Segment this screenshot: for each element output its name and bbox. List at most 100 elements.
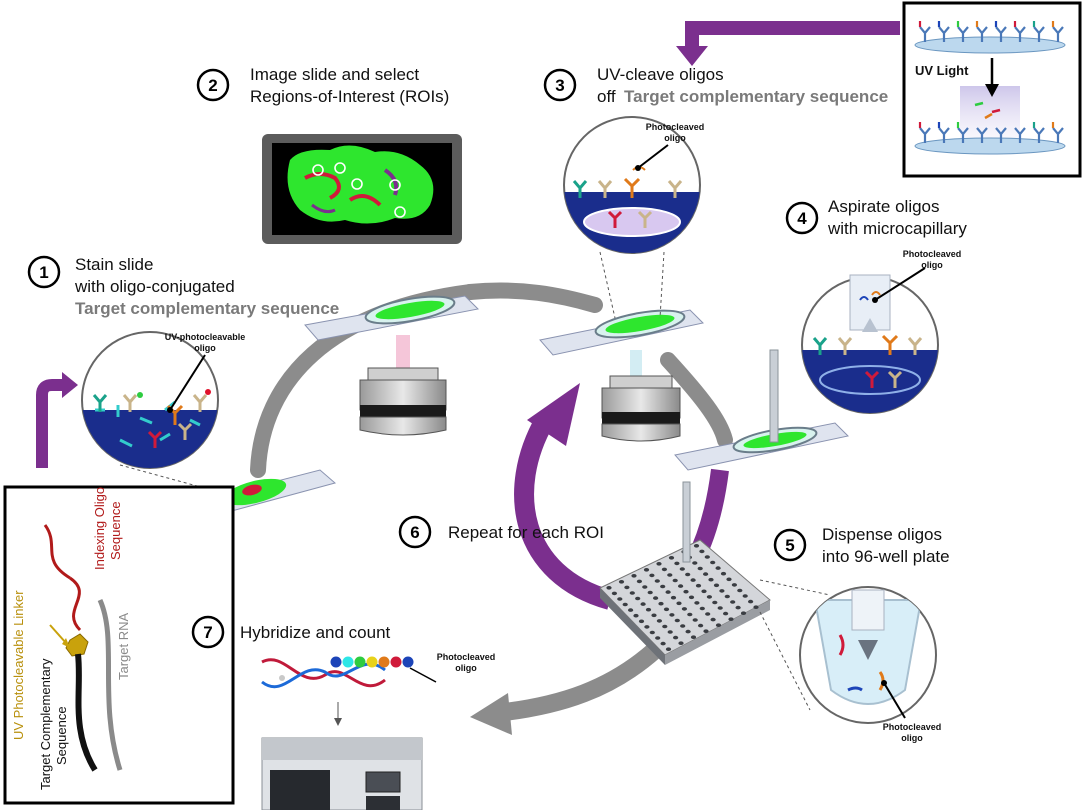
well (660, 641, 666, 646)
label-photocleaved-4-l2: oligo (921, 260, 943, 270)
antibody-glyph (938, 127, 950, 143)
well (740, 611, 747, 615)
well (665, 647, 672, 651)
well (674, 561, 680, 566)
well (656, 619, 663, 623)
step-5-header: 5 Dispense oligos into 96-well plate (773, 525, 950, 566)
well (724, 594, 730, 599)
well (710, 560, 716, 565)
well (705, 612, 711, 616)
step-4-number: 4 (797, 209, 807, 228)
inset-target-comp-l2: Sequence (54, 706, 69, 765)
well (654, 579, 660, 583)
well (680, 624, 686, 628)
well (699, 606, 705, 611)
well (692, 618, 698, 622)
well (611, 591, 618, 596)
step-3-line2: off (597, 87, 616, 106)
well (667, 573, 673, 577)
well (662, 624, 668, 629)
well (742, 594, 748, 598)
well (606, 586, 612, 590)
well (622, 602, 628, 607)
well (674, 618, 680, 623)
antibody-glyph (976, 26, 988, 42)
inset-indexing-l2: Sequence (108, 501, 123, 560)
step-6-number: 6 (410, 523, 419, 542)
label-photocleaved-7-l1: Photocleaved (437, 652, 496, 662)
step-3-line1: UV-cleave oligos (597, 65, 724, 84)
step-5-number: 5 (785, 536, 794, 555)
uv-light-inset: UV Light (902, 1, 1082, 178)
well (694, 601, 700, 605)
step-7-number: 7 (203, 623, 212, 642)
well (673, 635, 679, 640)
well (643, 568, 650, 572)
antibody-glyph (1014, 127, 1026, 143)
well (735, 605, 741, 610)
objective-left (359, 335, 447, 436)
antibody-glyph (1033, 127, 1045, 143)
well (678, 584, 684, 588)
step-1-line3: Target complementary sequence (75, 299, 339, 318)
well (668, 556, 675, 560)
well (670, 595, 677, 600)
step-7-line1: Hybridize and count (240, 623, 391, 642)
well (645, 607, 652, 612)
inset-linker: UV Photocleavable Linker (11, 590, 26, 740)
well (701, 589, 707, 594)
step-2-number: 2 (208, 76, 217, 95)
label-uv-photocleavable-l2: oligo (194, 343, 216, 353)
step-2-header: 2 Image slide and select Regions-of-Inte… (196, 65, 449, 106)
antibody-glyph (957, 127, 969, 143)
step-1-line2: with oligo-conjugated (74, 277, 235, 296)
step-4-line2: with microcapillary (827, 219, 967, 238)
antibody-glyph (919, 26, 931, 42)
well (667, 630, 673, 634)
well (649, 573, 655, 578)
well (649, 630, 655, 635)
label-photocleaved-3-l1: Photocleaved (646, 122, 705, 132)
well-grid (606, 544, 759, 651)
label-photocleaved-4-l1: Photocleaved (903, 249, 962, 259)
well (658, 601, 664, 606)
antibody-glyph (938, 26, 950, 42)
well (687, 612, 693, 617)
label-photocleaved-7-l2: oligo (455, 663, 477, 673)
probe-structure-inset: Indexing Oligo Sequence UV Photocleavabl… (3, 485, 235, 805)
well (635, 596, 641, 601)
well (617, 597, 623, 601)
antibody-glyph (919, 127, 931, 143)
well-plate (599, 481, 771, 665)
well (710, 617, 716, 622)
zoom-circle-step4: Photocleaved oligo (801, 249, 962, 414)
well (703, 572, 709, 576)
well (683, 589, 689, 594)
step-1-header: 1 Stain slide with oligo-conjugated Targ… (27, 255, 339, 318)
well (618, 580, 625, 584)
well (690, 578, 696, 582)
antibody-glyph (1033, 26, 1045, 42)
well (636, 579, 643, 584)
well (706, 595, 713, 599)
well (628, 608, 634, 612)
well (723, 611, 729, 616)
step-6-header: 6 Repeat for each ROI (398, 515, 604, 549)
antibody-glyph (995, 127, 1007, 143)
inset-indexing-l1: Indexing Oligo (92, 487, 107, 570)
well (726, 577, 732, 582)
well (660, 584, 666, 589)
antibody-glyphs (92, 389, 211, 448)
well (720, 571, 727, 576)
inset-target-rna: Target RNA (116, 612, 131, 680)
step-5-line1: Dispense oligos (822, 525, 942, 544)
well (631, 574, 637, 578)
well (731, 583, 738, 587)
well (693, 544, 700, 548)
step-2-line2: Regions-of-Interest (ROIs) (250, 87, 449, 106)
well (678, 641, 684, 645)
step-1-number: 1 (39, 263, 48, 282)
well (644, 625, 650, 629)
well (685, 572, 691, 577)
well (715, 566, 721, 570)
